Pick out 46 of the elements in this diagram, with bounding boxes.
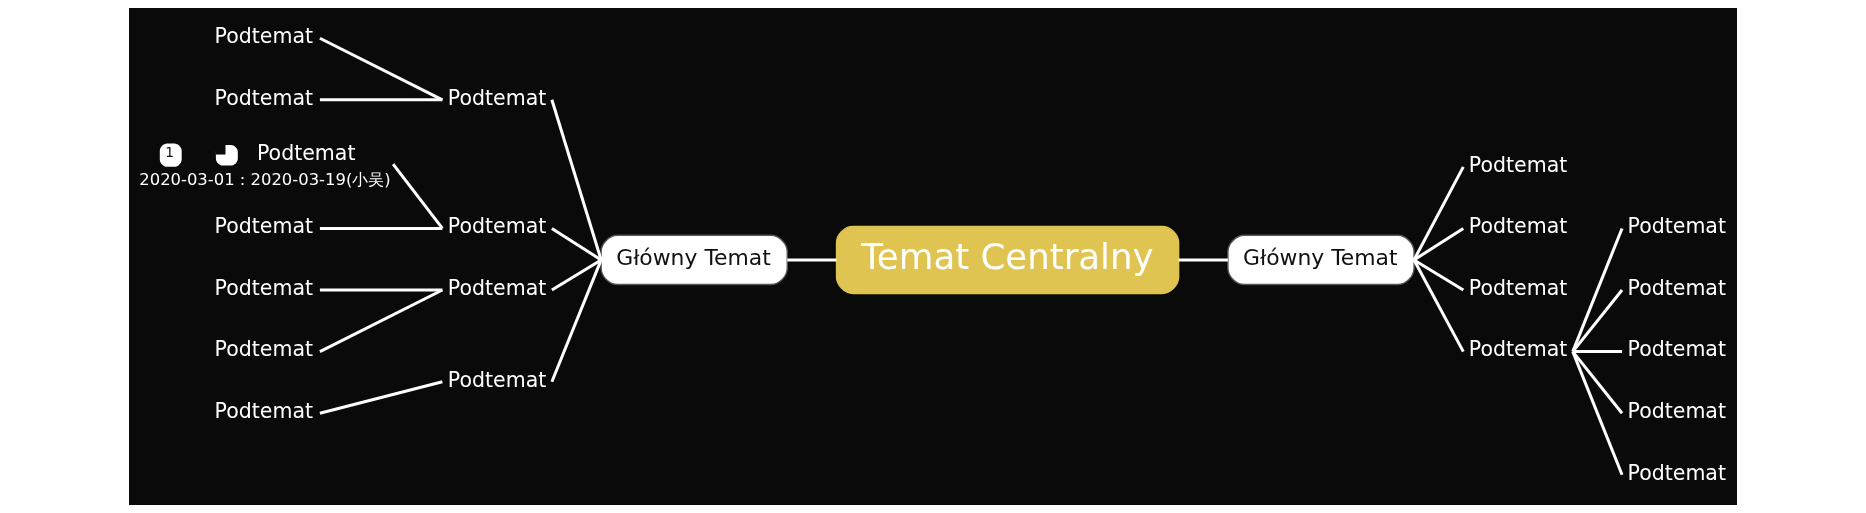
connector <box>1412 166 1465 261</box>
node-text: Podtemat <box>447 214 547 239</box>
node-box: Główny Temat <box>1227 234 1415 286</box>
node-text: Podtemat <box>1627 398 1726 423</box>
node-text: Podtemat <box>1468 275 1568 300</box>
node-text: Podtemat <box>214 214 314 239</box>
connector <box>1413 227 1465 262</box>
node-text: Podtemat <box>1627 337 1726 362</box>
node-text: Podtemat <box>447 367 547 392</box>
node-text: Podtemat <box>214 398 314 423</box>
node-text: Podtemat <box>1468 152 1568 177</box>
node-text: Podtemat <box>447 275 547 300</box>
connector <box>319 380 443 415</box>
node-text: Podtemat <box>214 275 314 300</box>
node-text: Podtemat <box>1468 337 1568 362</box>
connector <box>550 259 603 383</box>
node-label: 2020-03-01 : 2020-03-19(小吴) <box>139 170 391 190</box>
connector <box>1571 227 1624 353</box>
node-text: Podtemat <box>1627 275 1726 300</box>
connector <box>787 258 837 262</box>
node-text: Podtemat <box>1627 460 1726 485</box>
node-text: Podtemat <box>1468 214 1568 239</box>
connector <box>319 288 443 292</box>
node-box: Temat Centralny <box>835 225 1180 295</box>
connector <box>1571 289 1624 353</box>
connector <box>319 226 443 230</box>
node-text: Podtemat <box>214 24 314 49</box>
connector <box>551 227 602 262</box>
connector <box>551 258 602 292</box>
connector <box>1572 350 1623 354</box>
connector <box>1571 350 1624 415</box>
node-text: Podtemat <box>447 85 547 110</box>
node-text: Podtemat <box>214 85 314 110</box>
connector <box>319 36 444 102</box>
connector <box>391 163 444 230</box>
connector <box>1571 351 1624 476</box>
node-text: Podtemat <box>214 337 314 362</box>
node-box: Główny Temat <box>600 234 788 286</box>
connector <box>1412 259 1465 353</box>
connector <box>319 98 443 102</box>
connector <box>1413 258 1465 292</box>
node-text: Podtemat <box>1627 214 1726 239</box>
connector <box>1178 258 1228 262</box>
node-label: Podtemat <box>256 141 356 166</box>
connector <box>550 99 603 261</box>
connector <box>319 288 444 353</box>
